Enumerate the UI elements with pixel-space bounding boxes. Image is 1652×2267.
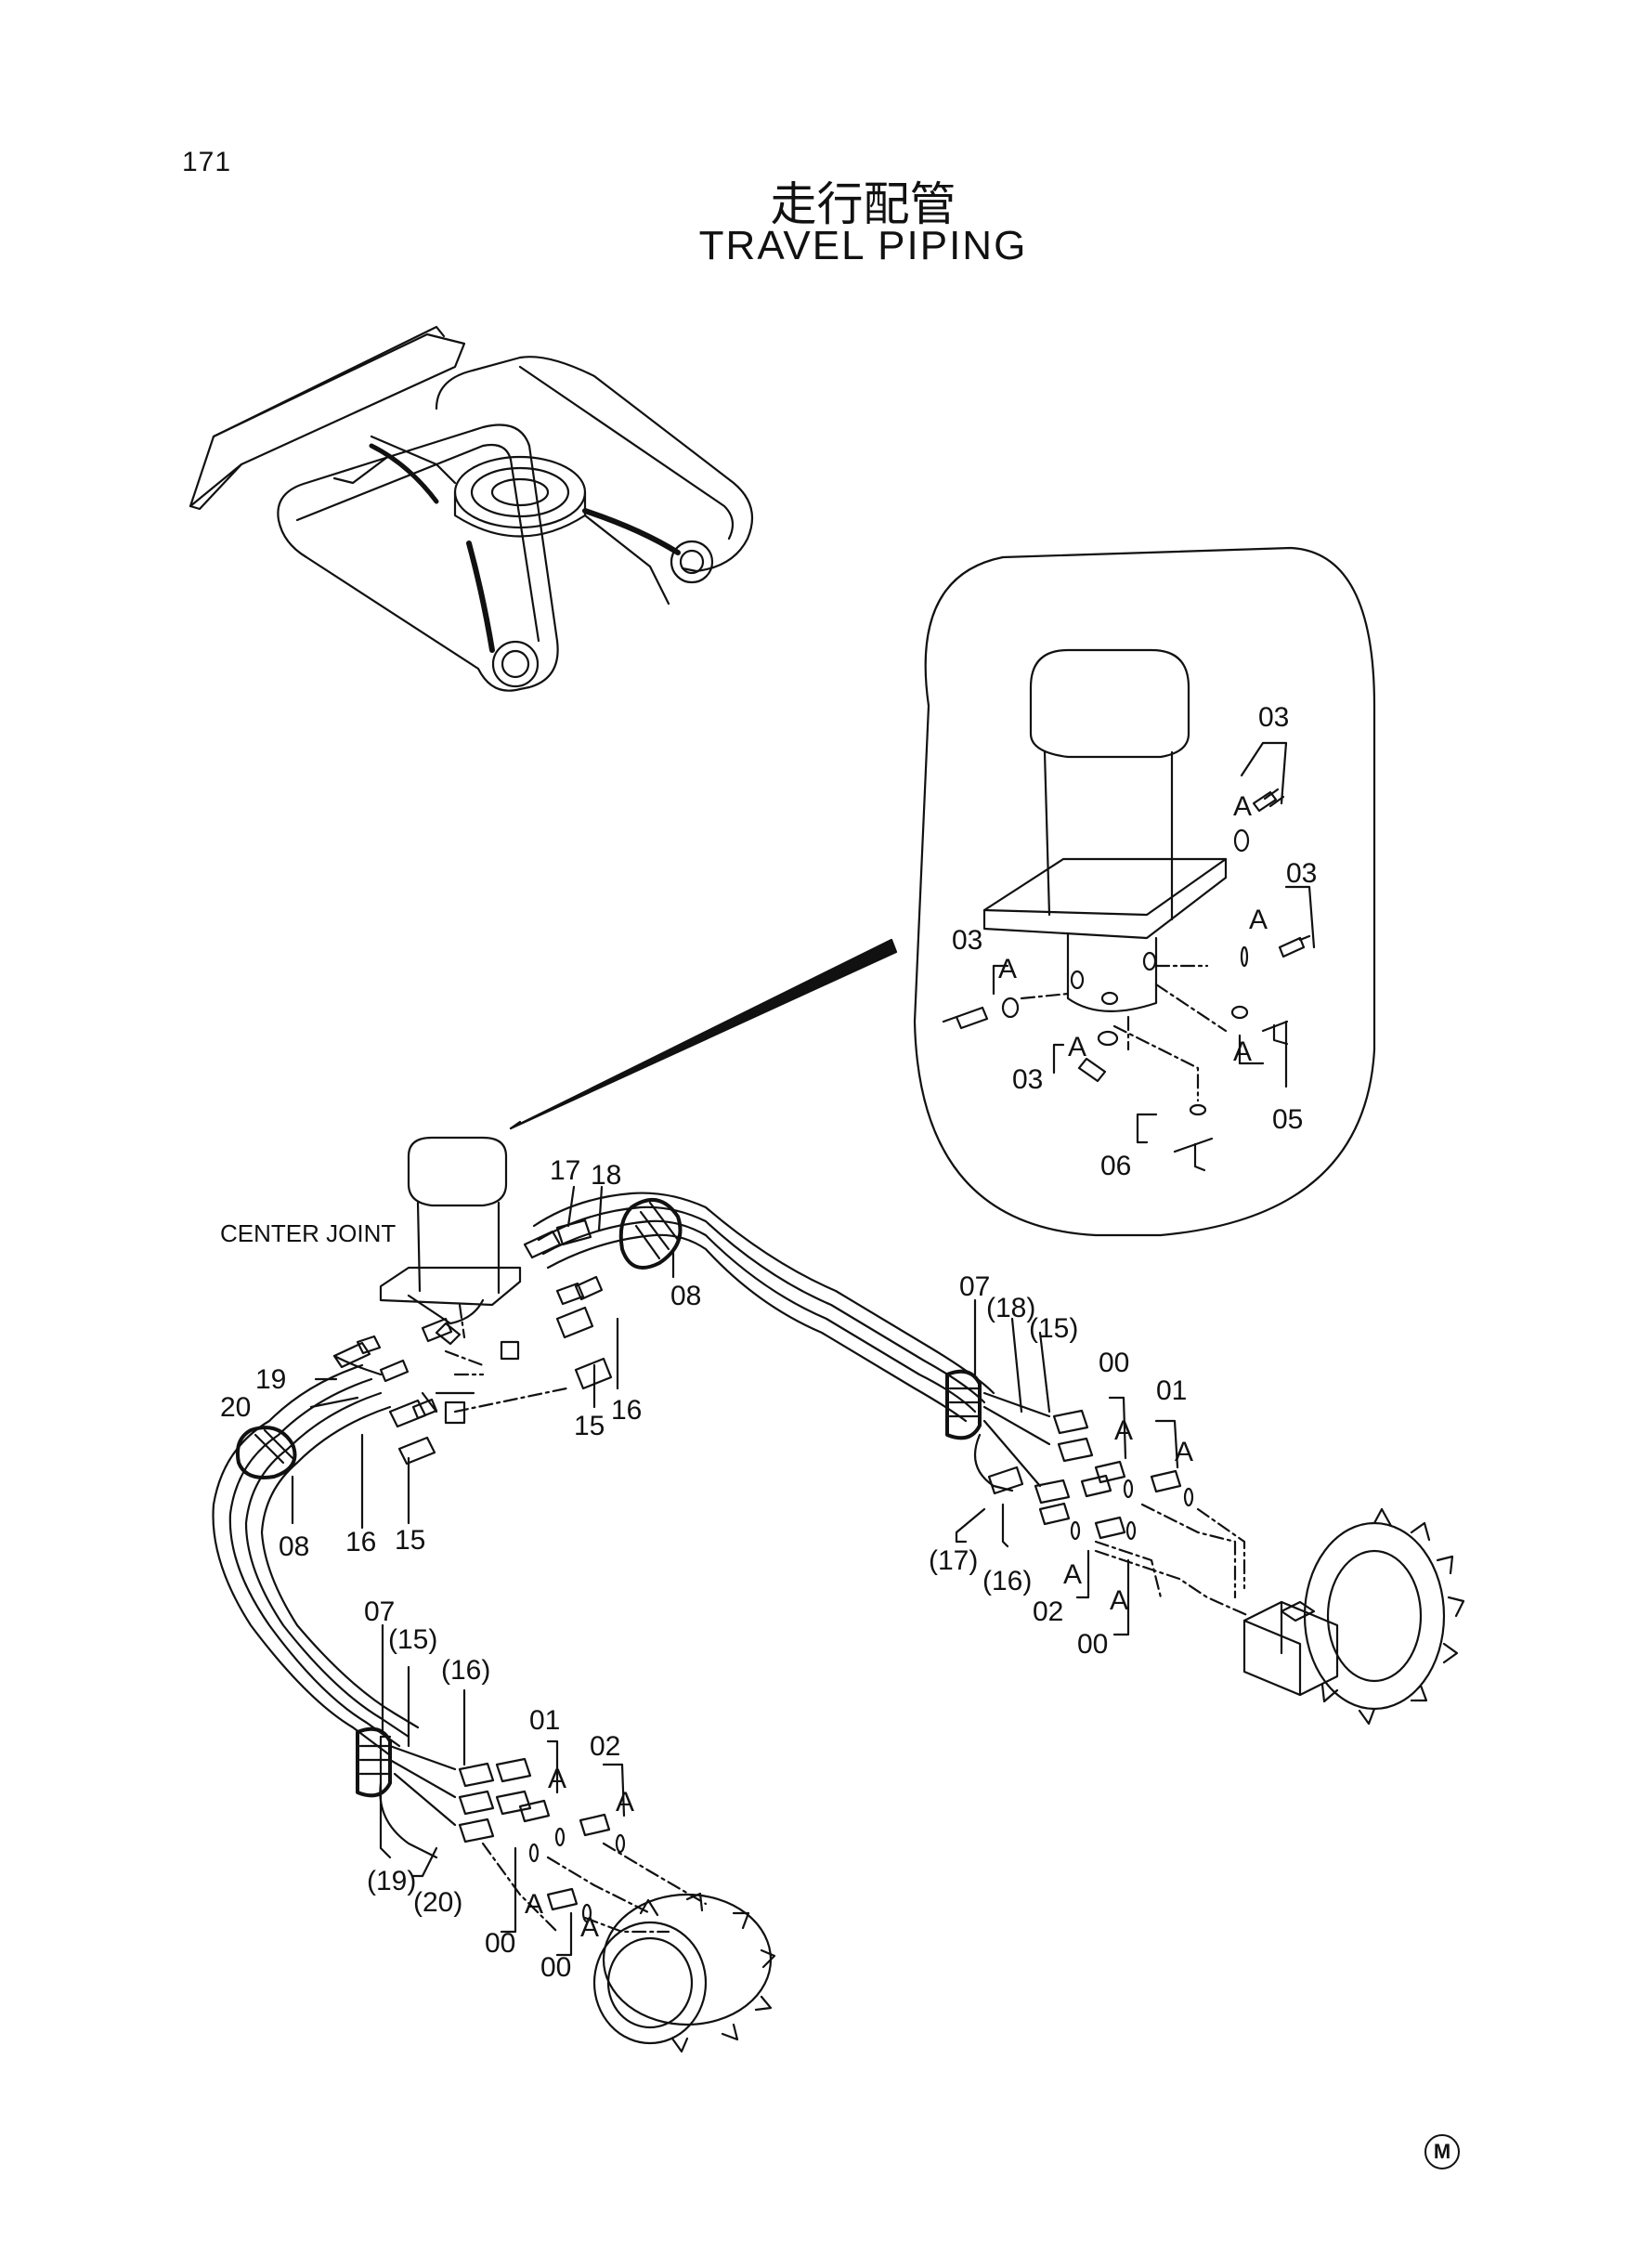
label: A <box>525 1889 543 1920</box>
part-labels: 03 03 03 03 A A A A A 05 06 17 18 08 16 … <box>220 702 1317 1983</box>
center-joint-callout <box>509 546 1376 1237</box>
label: 16 <box>345 1527 376 1557</box>
label: 08 <box>279 1531 309 1562</box>
left-travel-motor <box>379 1623 776 2053</box>
label: (19) <box>367 1866 416 1896</box>
label: 19 <box>255 1364 286 1395</box>
m-symbol-mark: M <box>1424 2134 1460 2169</box>
label: 03 <box>952 925 982 956</box>
label: 03 <box>1286 858 1317 889</box>
label: 08 <box>670 1281 701 1311</box>
label-leaders <box>291 1185 1051 1530</box>
label: 02 <box>590 1731 620 1762</box>
label: 00 <box>1077 1629 1108 1660</box>
center-joint-label: CENTER JOINT <box>220 1219 396 1247</box>
label: A <box>580 1912 599 1943</box>
label: 01 <box>1156 1375 1187 1406</box>
label: 15 <box>574 1411 605 1441</box>
label: 18 <box>591 1160 621 1191</box>
label: 02 <box>1033 1596 1063 1627</box>
label: 03 <box>1258 702 1289 733</box>
label: 17 <box>550 1155 580 1186</box>
center-joint-fittings <box>332 1218 613 1466</box>
label: 05 <box>1272 1104 1303 1135</box>
label: A <box>1233 791 1252 822</box>
label: A <box>1110 1585 1128 1616</box>
center-joint <box>379 1120 522 1325</box>
title-japanese: 走行配管 <box>770 177 956 231</box>
label: 01 <box>529 1705 560 1736</box>
label: A <box>998 954 1017 984</box>
label: (15) <box>388 1624 437 1655</box>
label: A <box>1068 1032 1086 1062</box>
label: A <box>616 1787 634 1818</box>
label: (20) <box>413 1887 462 1918</box>
label: 03 <box>1012 1064 1043 1095</box>
label: 00 <box>1099 1348 1129 1378</box>
label: (17) <box>929 1545 978 1576</box>
label: A <box>1175 1437 1193 1467</box>
page-number: 171 <box>182 147 232 177</box>
label: A <box>1063 1559 1082 1590</box>
label: 16 <box>611 1395 642 1426</box>
label: 00 <box>485 1928 515 1959</box>
hose-bundle <box>212 1192 1051 1859</box>
excavator-overview-illustration <box>189 325 754 692</box>
label: (16) <box>982 1566 1032 1596</box>
label: (18) <box>986 1293 1035 1323</box>
label: 20 <box>220 1392 251 1423</box>
right-travel-motor <box>955 1396 1465 1726</box>
label: (15) <box>1029 1313 1078 1344</box>
label: (16) <box>441 1655 490 1686</box>
label: 00 <box>540 1952 571 1983</box>
label: A <box>1233 1036 1252 1067</box>
label: A <box>1114 1415 1133 1446</box>
label: 15 <box>395 1525 425 1556</box>
title-english: TRAVEL PIPING <box>698 223 1028 268</box>
label: 06 <box>1100 1151 1131 1181</box>
label: 07 <box>959 1271 990 1302</box>
label: A <box>548 1764 566 1794</box>
label: 07 <box>364 1596 395 1627</box>
label: A <box>1249 905 1268 935</box>
